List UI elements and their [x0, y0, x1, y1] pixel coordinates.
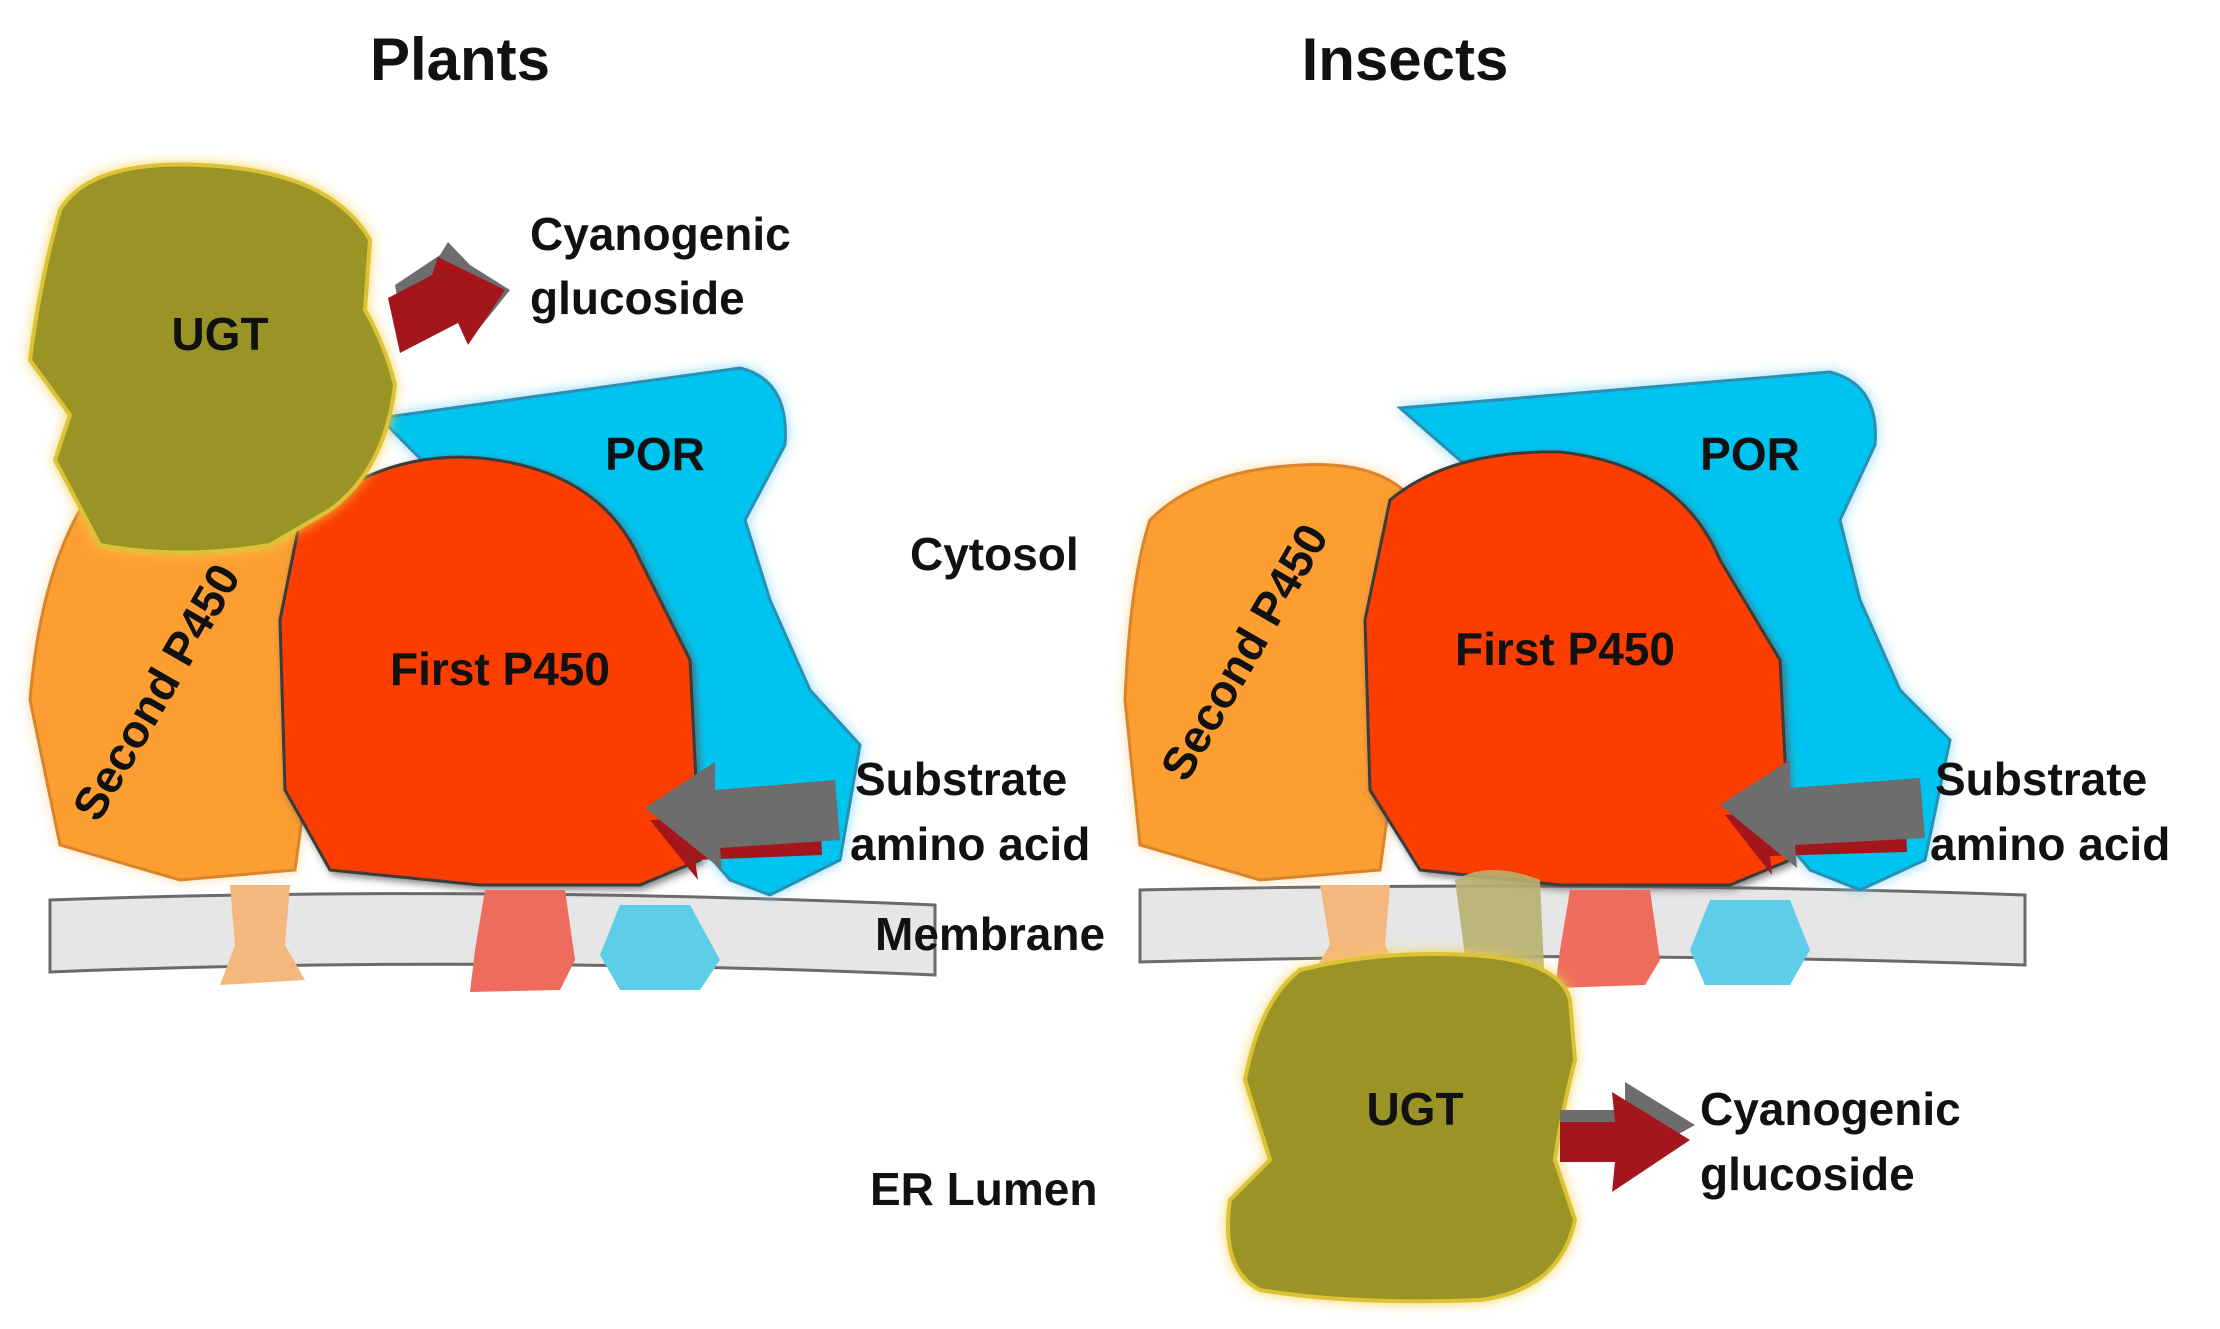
plants-ugt-label: UGT	[171, 308, 268, 360]
insects-substrate-arrow	[1720, 760, 1925, 875]
plants-substrate-line1: Substrate	[855, 753, 1067, 805]
plants-por-label: POR	[605, 428, 705, 480]
plants-first-p450-anchor	[470, 890, 575, 992]
plants-product-arrow	[388, 242, 510, 353]
insects-product-line2: glucoside	[1700, 1148, 1915, 1200]
plants-first-p450-label: First P450	[390, 643, 610, 695]
insects-first-p450-label: First P450	[1455, 623, 1675, 675]
insects-panel: Insects UGT POR First P450 Second P450 C…	[1123, 26, 2170, 1304]
plants-substrate-line2: amino acid	[850, 818, 1090, 870]
membrane-label: Membrane	[875, 908, 1105, 960]
plants-substrate-arrow	[645, 762, 840, 880]
plants-ugt	[27, 162, 398, 555]
plants-first-p450	[278, 455, 702, 887]
plants-product-line2: glucoside	[530, 272, 745, 324]
plants-product-line1: Cyanogenic	[530, 208, 791, 260]
plants-por-anchor	[600, 905, 720, 990]
insects-ugt	[1226, 952, 1578, 1304]
insects-por-label: POR	[1700, 428, 1800, 480]
cytosol-label: Cytosol	[910, 528, 1079, 580]
insects-first-p450-anchor	[1555, 890, 1660, 988]
insects-title: Insects	[1302, 26, 1509, 93]
plants-second-p450-anchor	[220, 885, 305, 985]
insects-substrate-line2: amino acid	[1930, 818, 2170, 870]
insects-por-anchor	[1690, 900, 1810, 985]
insects-first-p450	[1363, 450, 1792, 887]
insects-substrate-line1: Substrate	[1935, 753, 2147, 805]
insects-ugt-label: UGT	[1366, 1083, 1463, 1135]
plants-title: Plants	[370, 26, 550, 93]
plants-panel: Plants UGT POR First P450 Second P450 Cy…	[27, 26, 1090, 992]
er-lumen-label: ER Lumen	[870, 1163, 1097, 1215]
insects-product-line1: Cyanogenic	[1700, 1083, 1961, 1135]
insects-product-arrow	[1560, 1082, 1695, 1192]
